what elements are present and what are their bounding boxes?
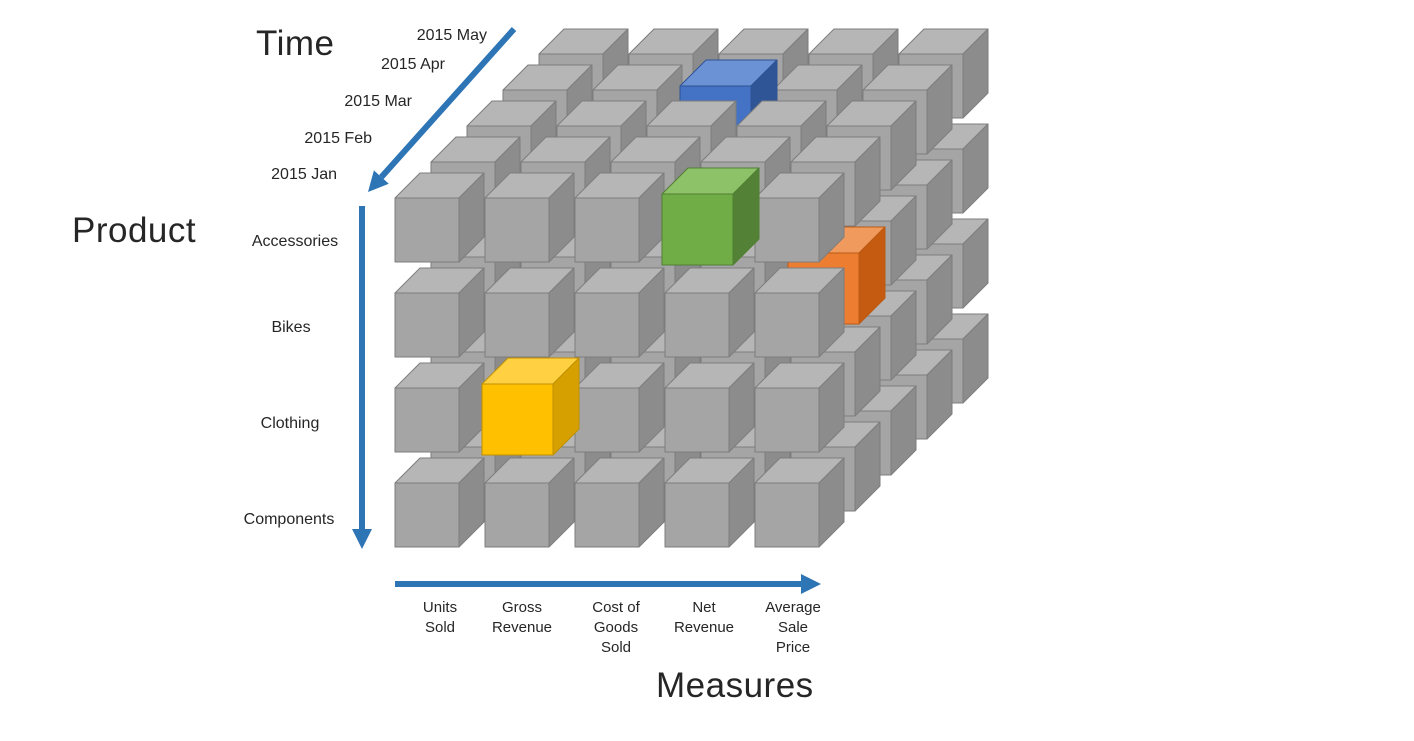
cube-cell	[484, 457, 575, 548]
cube-cell	[754, 362, 845, 453]
product-axis-arrow	[352, 206, 372, 549]
product-tick-clothing: Clothing	[260, 415, 320, 432]
arrow-head	[352, 529, 372, 549]
product-tick-bikes: Bikes	[271, 319, 311, 336]
time-tick-2015-may: 2015 May	[416, 27, 487, 44]
cube-front-face	[481, 383, 554, 456]
cube-cell	[664, 362, 755, 453]
cube-cell	[664, 267, 755, 358]
cube-cell	[394, 362, 485, 453]
cube-cell	[394, 172, 485, 263]
measure-tick-line: Revenue	[673, 619, 735, 636]
cube-cell	[574, 172, 665, 263]
cube-cell	[754, 267, 845, 358]
product-tick-accessories: Accessories	[251, 233, 339, 250]
cube-front-face	[574, 482, 640, 548]
cube-front-face	[754, 292, 820, 358]
cube-cell	[484, 172, 575, 263]
time-tick-2015-apr: 2015 Apr	[380, 56, 445, 73]
product-axis-title: Product	[72, 211, 197, 250]
cube-front-face	[754, 482, 820, 548]
measures-axis-title: Measures	[656, 666, 814, 705]
measure-tick-line: Net	[692, 599, 716, 616]
cube-front-face	[664, 292, 730, 358]
highlighted-cell-yellow	[481, 357, 580, 456]
cube-cell	[754, 172, 845, 263]
cube-front-face	[664, 482, 730, 548]
time-tick-2015-mar: 2015 Mar	[344, 93, 412, 110]
cube-front-face	[394, 482, 460, 548]
cube-front-face	[664, 387, 730, 453]
measure-tick-line: Sold	[424, 619, 456, 636]
measure-tick-line: Sold	[600, 639, 632, 656]
cube-cell	[574, 457, 665, 548]
measure-tick-line: Price	[775, 639, 811, 656]
measure-tick-line: Gross	[501, 599, 543, 616]
time-axis-title: Time	[256, 24, 335, 63]
product-tick-components: Components	[243, 511, 335, 528]
cube-layer-depth-0	[394, 167, 845, 548]
cube-cell	[574, 267, 665, 358]
cube-cell	[484, 267, 575, 358]
cube-front-face	[394, 197, 460, 263]
time-tick-2015-jan: 2015 Jan	[271, 166, 337, 183]
cube-front-face	[574, 387, 640, 453]
cube-cell	[394, 457, 485, 548]
cube-front-face	[484, 292, 550, 358]
measure-tick-line: Sale	[777, 619, 809, 636]
time-axis-arrow	[368, 26, 517, 192]
cube-grid	[394, 28, 989, 548]
arrow-head	[801, 574, 821, 594]
measures-axis-arrow	[395, 574, 821, 594]
cube-cell	[574, 362, 665, 453]
measure-tick-line: Cost of	[592, 599, 640, 616]
measure-tick-line: Units	[422, 599, 458, 616]
cube-front-face	[574, 197, 640, 263]
cube-front-face	[394, 292, 460, 358]
cube-front-face	[754, 387, 820, 453]
cube-front-face	[661, 193, 734, 266]
measure-tick-line: Average	[765, 599, 821, 616]
cube-front-face	[574, 292, 640, 358]
measure-tick-line: Goods	[593, 619, 639, 636]
arrow-shaft	[379, 26, 517, 180]
time-tick-2015-feb: 2015 Feb	[304, 130, 372, 147]
cube-cell	[664, 457, 755, 548]
cube-front-face	[484, 197, 550, 263]
arrow-head	[368, 170, 389, 192]
cube-front-face	[754, 197, 820, 263]
highlighted-cell-green	[661, 167, 760, 266]
cube-cell	[394, 267, 485, 358]
measure-tick-line: Revenue	[491, 619, 553, 636]
cube-cell	[754, 457, 845, 548]
cube-front-face	[394, 387, 460, 453]
cube-front-face	[484, 482, 550, 548]
